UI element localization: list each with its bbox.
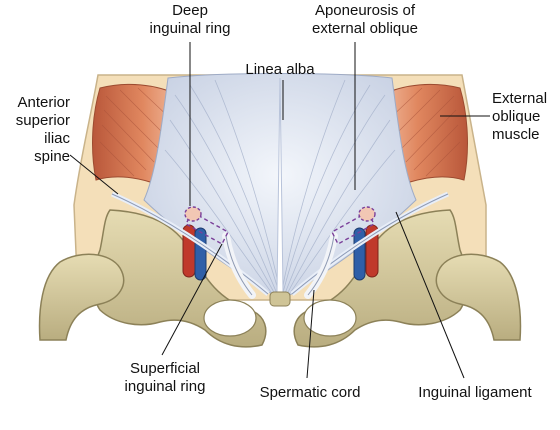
deep-inguinal-ring-right <box>358 206 376 222</box>
femur-right <box>435 253 522 341</box>
label-inguinal-ligament: Inguinal ligament <box>400 384 550 402</box>
label-line: iliac <box>44 130 70 147</box>
pubic-symphysis <box>269 291 291 307</box>
label-line: Deep <box>172 2 208 19</box>
label-line: superior <box>15 112 70 129</box>
label-external-oblique-muscle: External oblique muscle <box>492 90 558 144</box>
label-anterior-superior-iliac-spine: Anterior superior iliac spine <box>0 94 70 166</box>
label-line: Anterior <box>17 94 70 111</box>
deep-inguinal-ring-left <box>184 206 202 222</box>
label-deep-inguinal-ring: Deep inguinal ring <box>130 2 250 38</box>
label-line: Linea alba <box>245 61 315 78</box>
label-line: Superficial <box>129 360 201 377</box>
label-line: inguinal ring <box>124 378 206 395</box>
leader-lines <box>69 42 490 379</box>
label-line: Aponeurosis of <box>314 2 416 19</box>
label-line: Inguinal ligament <box>418 384 532 401</box>
label-superficial-inguinal-ring: Superficial inguinal ring <box>100 360 230 396</box>
label-line: External <box>492 90 548 107</box>
label-spermatic-cord: Spermatic cord <box>240 384 380 402</box>
label-line: Spermatic cord <box>259 384 361 401</box>
label-line: muscle <box>492 126 540 143</box>
obturator-foramen-left <box>203 299 257 337</box>
label-line: external oblique <box>312 20 418 37</box>
label-line: inguinal ring <box>149 20 231 37</box>
femur-left <box>38 253 125 341</box>
label-aponeurosis: Aponeurosis of external oblique <box>290 2 440 38</box>
obturator-foramen-right <box>303 299 357 337</box>
label-line: spine <box>34 148 70 165</box>
label-linea-alba: Linea alba <box>230 61 330 79</box>
label-line: oblique <box>492 108 541 125</box>
